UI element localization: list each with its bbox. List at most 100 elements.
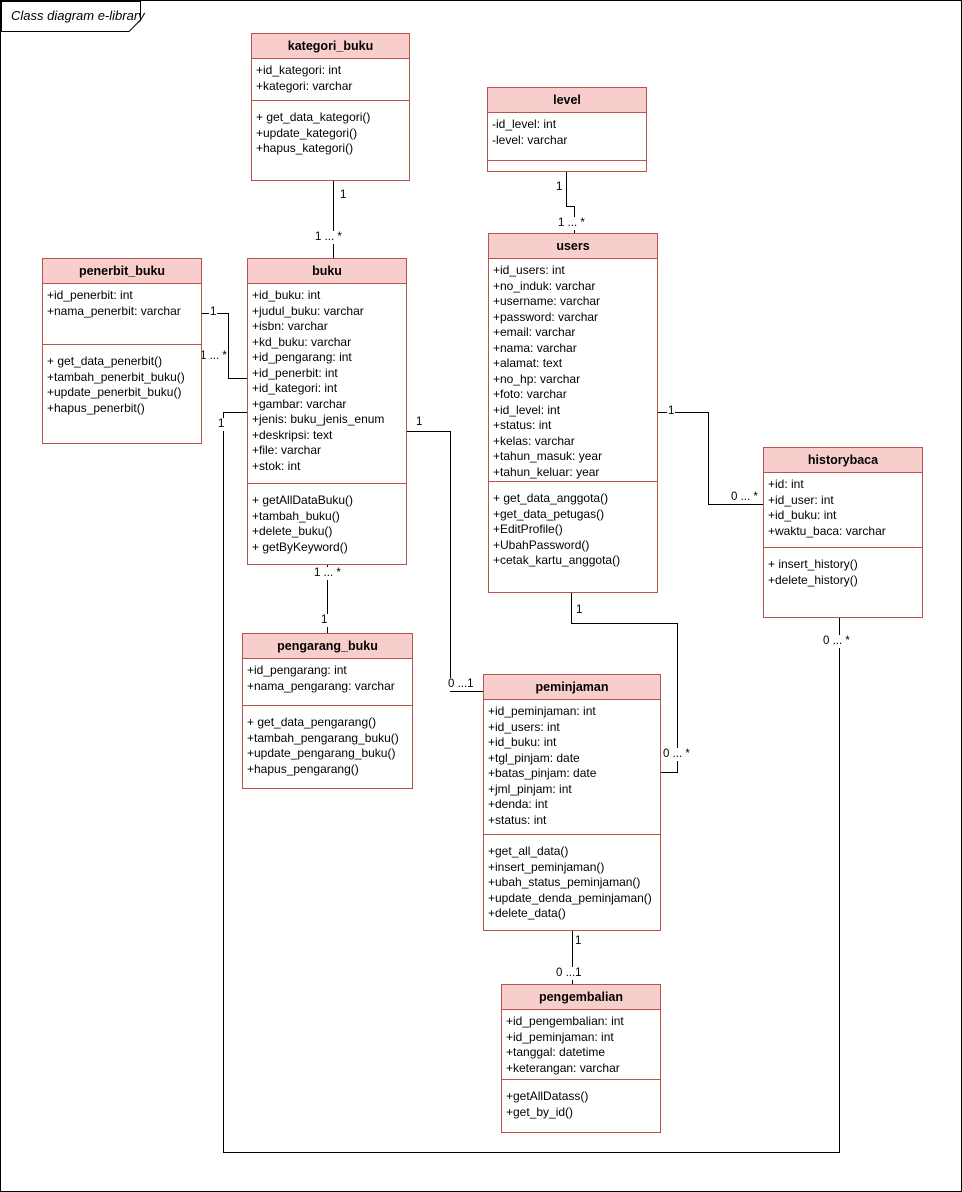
- class-member: +waktu_baca: varchar: [768, 523, 886, 538]
- connector-segment[interactable]: [572, 931, 573, 984]
- class-member: +id_buku: int: [252, 288, 321, 302]
- class-member: +id_kategori: int: [256, 63, 342, 77]
- class-member: -level: varchar: [492, 132, 568, 147]
- class-member: +EditProfile(): [493, 522, 563, 536]
- class-pengarang-buku[interactable]: pengarang_buku +id_pengarang: int+nama_p…: [242, 633, 413, 789]
- class-member: +no_induk: varchar: [493, 278, 596, 293]
- connector-segment[interactable]: [228, 313, 229, 379]
- class-member: +id_peminjaman: int: [506, 1029, 614, 1044]
- connector-segment[interactable]: [450, 431, 451, 692]
- multiplicity-label: 1: [320, 614, 329, 627]
- connector-segment[interactable]: [566, 172, 567, 207]
- class-member: -id_level: int: [492, 117, 557, 131]
- class-member: +username: varchar: [493, 294, 601, 308]
- class-attributes: +id_pengembalian: int+id_peminjaman: int…: [502, 1010, 660, 1080]
- class-attributes: +id_pengarang: int+nama_pengarang: varch…: [243, 659, 412, 706]
- class-name: buku: [248, 259, 406, 284]
- class-attributes: +id_buku: int+judul_buku: varchar+isbn: …: [248, 284, 406, 484]
- class-member: +hapus_pengarang(): [247, 761, 359, 776]
- connector-segment[interactable]: [223, 412, 224, 1153]
- class-member: +jml_pinjam: int: [488, 781, 572, 796]
- class-methods: [488, 161, 646, 171]
- connector-segment[interactable]: [571, 593, 572, 624]
- class-member: +delete_buku(): [252, 524, 333, 538]
- class-member: +keterangan: varchar: [506, 1060, 620, 1075]
- connector-segment[interactable]: [333, 181, 334, 258]
- class-methods: + get_data_anggota()+get_data_petugas()+…: [489, 482, 657, 592]
- multiplicity-label: 0 ... *: [822, 635, 851, 648]
- connector-segment[interactable]: [708, 412, 709, 505]
- class-member: +isbn: varchar: [252, 319, 328, 333]
- connector-segment[interactable]: [708, 504, 763, 505]
- class-member: +id_users: int: [488, 719, 560, 734]
- class-member: + get_data_kategori(): [256, 110, 371, 124]
- class-member: +tahun_masuk: year: [493, 449, 603, 463]
- class-attributes: +id: int+id_user: int+id_buku: int+waktu…: [764, 473, 922, 548]
- class-member: +get_by_id(): [506, 1104, 574, 1119]
- multiplicity-label: 1: [667, 405, 676, 418]
- class-methods: + getAllDataBuku()+tambah_buku()+delete_…: [248, 484, 406, 564]
- connector-segment[interactable]: [450, 691, 483, 692]
- class-member: +kategori: varchar: [256, 78, 353, 93]
- connector-segment[interactable]: [228, 378, 247, 379]
- class-member: + get_data_penerbit(): [47, 354, 163, 368]
- connector-segment[interactable]: [839, 618, 840, 1153]
- class-member: +no_hp: varchar: [493, 371, 581, 386]
- class-member: +tambah_pengarang_buku(): [247, 730, 399, 745]
- multiplicity-label: 0 ...1: [447, 678, 475, 691]
- class-peminjaman[interactable]: peminjaman +id_peminjaman: int+id_users:…: [483, 674, 661, 931]
- connector-segment[interactable]: [223, 1152, 840, 1153]
- class-member: +foto: varchar: [493, 387, 567, 401]
- class-historybaca[interactable]: historybaca +id: int+id_user: int+id_buk…: [763, 447, 923, 618]
- connector-segment[interactable]: [661, 772, 678, 773]
- class-member: +id_buku: int: [488, 735, 557, 749]
- class-attributes: +id_peminjaman: int+id_users: int+id_buk…: [484, 700, 660, 835]
- class-name: kategori_buku: [252, 34, 409, 59]
- connector-segment[interactable]: [571, 623, 678, 624]
- class-member: +update_kategori(): [256, 125, 358, 140]
- class-methods: + get_data_pengarang()+tambah_pengarang_…: [243, 706, 412, 788]
- class-member: +nama_penerbit: varchar: [47, 303, 181, 318]
- multiplicity-label: 1 ... *: [313, 567, 342, 580]
- multiplicity-label: 1 ... *: [199, 350, 228, 363]
- class-attributes: +id_kategori: int+kategori: varchar: [252, 59, 409, 101]
- class-level[interactable]: level -id_level: int-level: varchar: [487, 87, 647, 172]
- class-users[interactable]: users +id_users: int+no_induk: varchar+u…: [488, 233, 658, 593]
- connector-segment[interactable]: [327, 565, 328, 633]
- class-member: + get_data_pengarang(): [247, 715, 377, 729]
- class-attributes: +id_penerbit: int+nama_penerbit: varchar: [43, 284, 201, 345]
- connector-segment[interactable]: [566, 206, 575, 207]
- class-name: pengembalian: [502, 985, 660, 1010]
- class-member: +update_pengarang_buku(): [247, 746, 396, 760]
- class-methods: +getAllDatass()+get_by_id(): [502, 1080, 660, 1132]
- class-member: +gambar: varchar: [252, 396, 347, 411]
- class-member: +get_all_data(): [488, 844, 569, 858]
- class-member: +stok: int: [252, 458, 301, 473]
- multiplicity-label: 0 ...1: [555, 967, 583, 980]
- multiplicity-label: 1: [209, 306, 218, 319]
- class-member: +batas_pinjam: date: [488, 766, 597, 780]
- multiplicity-label: 0 ... *: [730, 491, 759, 504]
- multiplicity-label: 1: [575, 604, 584, 617]
- class-member: +judul_buku: varchar: [252, 303, 364, 318]
- class-member: +id_level: int: [493, 402, 561, 417]
- connector-segment[interactable]: [223, 412, 247, 413]
- connector-segment[interactable]: [658, 412, 709, 413]
- class-methods: +get_all_data()+insert_peminjaman()+ubah…: [484, 835, 660, 930]
- class-member: +update_penerbit_buku(): [47, 385, 182, 399]
- class-kategori-buku[interactable]: kategori_buku +id_kategori: int+kategori…: [251, 33, 410, 181]
- class-member: +id_user: int: [768, 492, 834, 507]
- class-member: +update_denda_peminjaman(): [488, 890, 652, 905]
- class-pengembalian[interactable]: pengembalian +id_pengembalian: int+id_pe…: [501, 984, 661, 1133]
- class-member: + get_data_anggota(): [493, 491, 609, 505]
- connector-segment[interactable]: [677, 623, 678, 773]
- class-methods: + get_data_kategori()+update_kategori()+…: [252, 101, 409, 180]
- multiplicity-label: 1: [574, 935, 583, 948]
- class-member: +alamat: text: [493, 356, 563, 370]
- class-name: historybaca: [764, 448, 922, 473]
- multiplicity-label: 1 ... *: [557, 217, 586, 230]
- class-buku[interactable]: buku +id_buku: int+judul_buku: varchar+i…: [247, 258, 407, 565]
- class-member: +id: int: [768, 477, 804, 491]
- class-penerbit-buku[interactable]: penerbit_buku +id_penerbit: int+nama_pen…: [42, 258, 202, 444]
- connector-segment[interactable]: [407, 431, 451, 432]
